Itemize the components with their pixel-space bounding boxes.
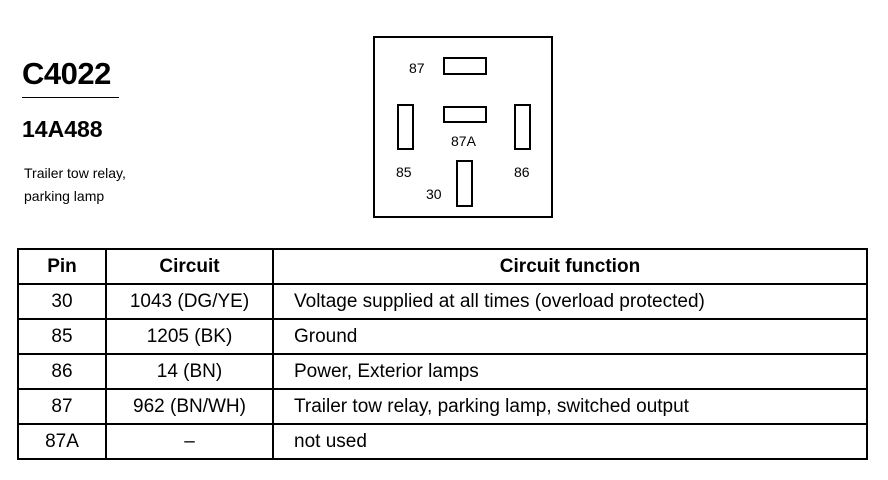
description-line-2: parking lamp	[24, 188, 105, 204]
cell-pin: 87A	[17, 423, 107, 460]
table-row: 86 14 (BN) Power, Exterior lamps	[17, 353, 868, 390]
cell-function: Voltage supplied at all times (overload …	[272, 283, 868, 320]
cell-pin: 87	[17, 388, 107, 425]
column-header-circuit-function: Circuit function	[272, 248, 868, 285]
cell-function: Trailer tow relay, parking lamp, switche…	[272, 388, 868, 425]
table-row: 30 1043 (DG/YE) Voltage supplied at all …	[17, 283, 868, 320]
connector-id: C4022	[22, 56, 111, 91]
table-header-row: Pin Circuit Circuit function	[17, 248, 868, 285]
terminal-30	[456, 160, 473, 207]
table-row: 85 1205 (BK) Ground	[17, 318, 868, 355]
cell-function: Ground	[272, 318, 868, 355]
terminal-87	[443, 57, 487, 75]
pin-label-87: 87	[409, 60, 425, 76]
column-header-pin: Pin	[17, 248, 107, 285]
cell-function: not used	[272, 423, 868, 460]
pin-label-86: 86	[514, 164, 530, 180]
table-row: 87A – not used	[17, 423, 868, 460]
cell-pin: 85	[17, 318, 107, 355]
cell-circuit: 962 (BN/WH)	[105, 388, 274, 425]
connector-id-underline	[22, 97, 119, 98]
cell-circuit: –	[105, 423, 274, 460]
terminal-86	[514, 104, 531, 150]
pin-label-85: 85	[396, 164, 412, 180]
cell-circuit: 1043 (DG/YE)	[105, 283, 274, 320]
cell-circuit: 1205 (BK)	[105, 318, 274, 355]
part-number: 14A488	[22, 116, 103, 142]
terminal-85	[397, 104, 414, 150]
pin-label-30: 30	[426, 186, 442, 202]
cell-pin: 30	[17, 283, 107, 320]
cell-function: Power, Exterior lamps	[272, 353, 868, 390]
connector-face-diagram: 87 87A 85 86 30	[373, 36, 553, 218]
column-header-circuit: Circuit	[105, 248, 274, 285]
cell-pin: 86	[17, 353, 107, 390]
description-line-1: Trailer tow relay,	[24, 165, 126, 181]
cell-circuit: 14 (BN)	[105, 353, 274, 390]
terminal-87a	[443, 106, 487, 123]
pin-table: Pin Circuit Circuit function 30 1043 (DG…	[17, 248, 868, 460]
pin-label-87a: 87A	[451, 133, 476, 149]
table-row: 87 962 (BN/WH) Trailer tow relay, parkin…	[17, 388, 868, 425]
